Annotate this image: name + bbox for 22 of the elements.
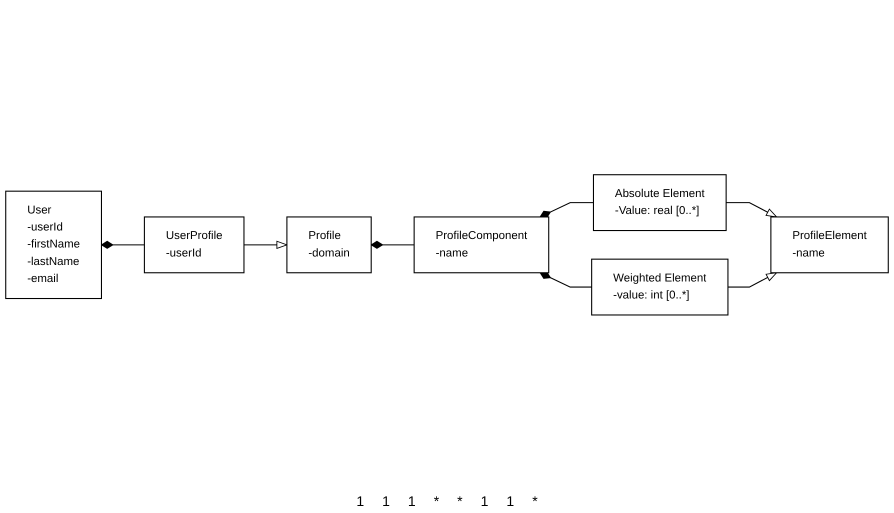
multiplicity-label: 1: [506, 493, 514, 509]
multiplicity-label: 1: [408, 493, 416, 509]
generalization-arrow: [728, 272, 778, 288]
class-box: Weighted Element -value: int [0..*]: [591, 258, 728, 316]
multiplicity-label: *: [434, 493, 440, 509]
multiplicity-label: *: [532, 493, 538, 509]
composition-line: [101, 240, 144, 248]
multiplicity-label: 1: [356, 493, 364, 509]
class-box: UserProfile -userId: [144, 216, 244, 273]
class-box: ProfileComponent -name: [414, 216, 550, 273]
class-box: Absolute Element -Value: real [0..*]: [592, 174, 727, 231]
generalization-arrow: [726, 202, 778, 218]
multiplicity-label: 1: [382, 493, 390, 509]
class-box: ProfileElement -name: [770, 216, 889, 273]
multiplicity-label: 1: [480, 493, 488, 509]
composition-line: [370, 240, 414, 248]
composition-line: [540, 202, 594, 218]
composition-line: [540, 271, 592, 288]
class-box: User -userId -firstName -lastName -email: [5, 190, 102, 299]
class-box: Profile -domain: [286, 216, 372, 273]
generalization-arrow: [244, 240, 288, 248]
multiplicity-label: *: [457, 493, 463, 509]
